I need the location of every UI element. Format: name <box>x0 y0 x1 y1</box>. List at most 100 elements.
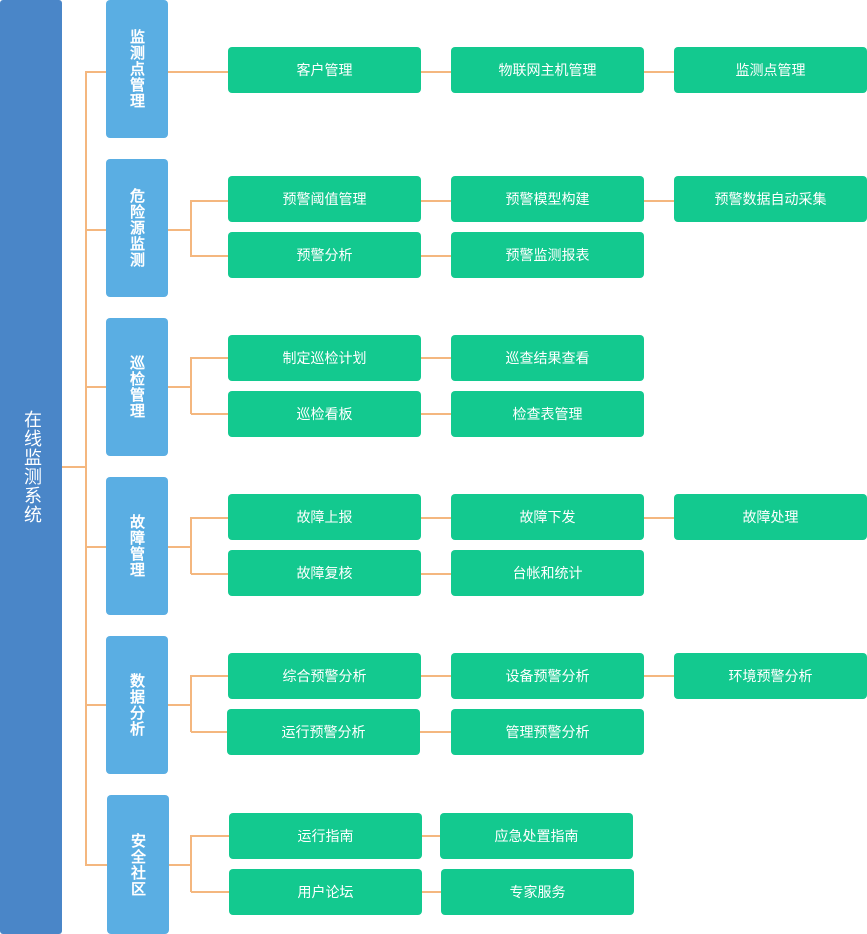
category-label: 故障管理 <box>128 514 146 578</box>
node-label: 物联网主机管理 <box>498 63 597 79</box>
link-line <box>168 704 191 706</box>
link-line <box>421 517 451 519</box>
node: 故障处理 <box>674 494 867 540</box>
node-label: 故障处理 <box>742 510 799 526</box>
node: 物联网主机管理 <box>451 47 644 93</box>
node: 故障下发 <box>451 494 644 540</box>
fork-line <box>190 357 192 414</box>
node-label: 故障复核 <box>296 566 353 582</box>
node-label: 预警阈值管理 <box>282 192 367 208</box>
link-line <box>191 200 228 202</box>
node-label: 管理预警分析 <box>505 725 590 741</box>
node: 应急处置指南 <box>440 813 633 859</box>
node: 运行预警分析 <box>227 709 420 755</box>
node: 用户论坛 <box>229 869 422 915</box>
node: 预警监测报表 <box>451 232 644 278</box>
link-line <box>168 71 228 73</box>
link-line <box>191 357 228 359</box>
link-line <box>191 891 229 893</box>
category-label: 监测点管理 <box>128 29 146 109</box>
link-line <box>421 357 451 359</box>
node-label: 预警模型构建 <box>505 192 590 208</box>
node-label: 设备预警分析 <box>505 669 590 685</box>
category-label: 巡检管理 <box>128 355 146 419</box>
link-line <box>191 675 228 677</box>
category-label: 安全社区 <box>129 832 147 897</box>
branch-line <box>86 546 106 548</box>
root-label: 在线监测系统 <box>21 410 42 524</box>
node: 预警阈值管理 <box>228 176 421 222</box>
link-line <box>422 835 440 837</box>
node: 故障上报 <box>228 494 421 540</box>
link-line <box>421 413 451 415</box>
branch-line <box>86 704 106 706</box>
fork-line <box>190 517 192 574</box>
link-line <box>191 255 228 257</box>
category-fault: 故障管理 <box>106 477 168 615</box>
category-hazard-monitoring: 危险源监测 <box>106 159 168 297</box>
link-line <box>191 517 228 519</box>
node-label: 预警数据自动采集 <box>714 192 827 208</box>
branch-line <box>86 386 106 388</box>
category-label: 危险源监测 <box>128 188 146 268</box>
category-inspection: 巡检管理 <box>106 318 168 456</box>
node: 监测点管理 <box>674 47 867 93</box>
node: 巡查结果查看 <box>451 335 644 381</box>
link-line <box>422 891 441 893</box>
link-line <box>421 675 451 677</box>
node: 巡检看板 <box>228 391 421 437</box>
fork-line <box>190 675 192 732</box>
link-line <box>191 731 228 733</box>
category-label: 数据分析 <box>128 673 146 737</box>
node-label: 客户管理 <box>296 63 353 79</box>
link-line <box>191 835 229 837</box>
category-monitor-points: 监测点管理 <box>106 0 168 138</box>
link-line <box>169 864 191 866</box>
node: 故障复核 <box>228 550 421 596</box>
node: 管理预警分析 <box>451 709 644 755</box>
node: 制定巡检计划 <box>228 335 421 381</box>
node: 预警模型构建 <box>451 176 644 222</box>
link-line <box>644 517 674 519</box>
link-line <box>420 731 451 733</box>
node: 设备预警分析 <box>451 653 644 699</box>
node: 运行指南 <box>229 813 422 859</box>
link-line <box>168 229 191 231</box>
node-label: 预警监测报表 <box>505 248 590 264</box>
link-line <box>644 71 674 73</box>
link-line <box>421 255 451 257</box>
link-line <box>421 200 451 202</box>
branch-line <box>86 71 106 73</box>
fork-line <box>190 200 192 257</box>
link-line <box>421 71 451 73</box>
node-label: 台帐和统计 <box>512 566 583 582</box>
trunk-line <box>85 71 87 866</box>
node: 预警分析 <box>228 232 421 278</box>
node-label: 预警分析 <box>296 248 353 264</box>
link-line <box>421 573 451 575</box>
node-label: 运行预警分析 <box>281 725 366 741</box>
root-connector <box>62 466 86 468</box>
node-label: 专家服务 <box>509 885 566 901</box>
fork-line <box>190 835 192 892</box>
category-data-analysis: 数据分析 <box>106 636 168 774</box>
root-node: 在线监测系统 <box>0 0 62 934</box>
link-line <box>644 675 674 677</box>
node: 客户管理 <box>228 47 421 93</box>
node-label: 检查表管理 <box>512 407 583 423</box>
node-label: 巡查结果查看 <box>505 351 590 367</box>
node-label: 制定巡检计划 <box>282 351 367 367</box>
link-line <box>191 413 228 415</box>
node-label: 环境预警分析 <box>728 669 813 685</box>
node-label: 故障下发 <box>519 510 576 526</box>
link-line <box>168 386 191 388</box>
node: 预警数据自动采集 <box>674 176 867 222</box>
node: 检查表管理 <box>451 391 644 437</box>
node-label: 综合预警分析 <box>282 669 367 685</box>
link-line <box>168 546 191 548</box>
node-label: 故障上报 <box>296 510 353 526</box>
node-label: 应急处置指南 <box>494 829 579 845</box>
node-label: 巡检看板 <box>296 407 353 423</box>
node: 台帐和统计 <box>451 550 644 596</box>
branch-line <box>86 864 107 866</box>
